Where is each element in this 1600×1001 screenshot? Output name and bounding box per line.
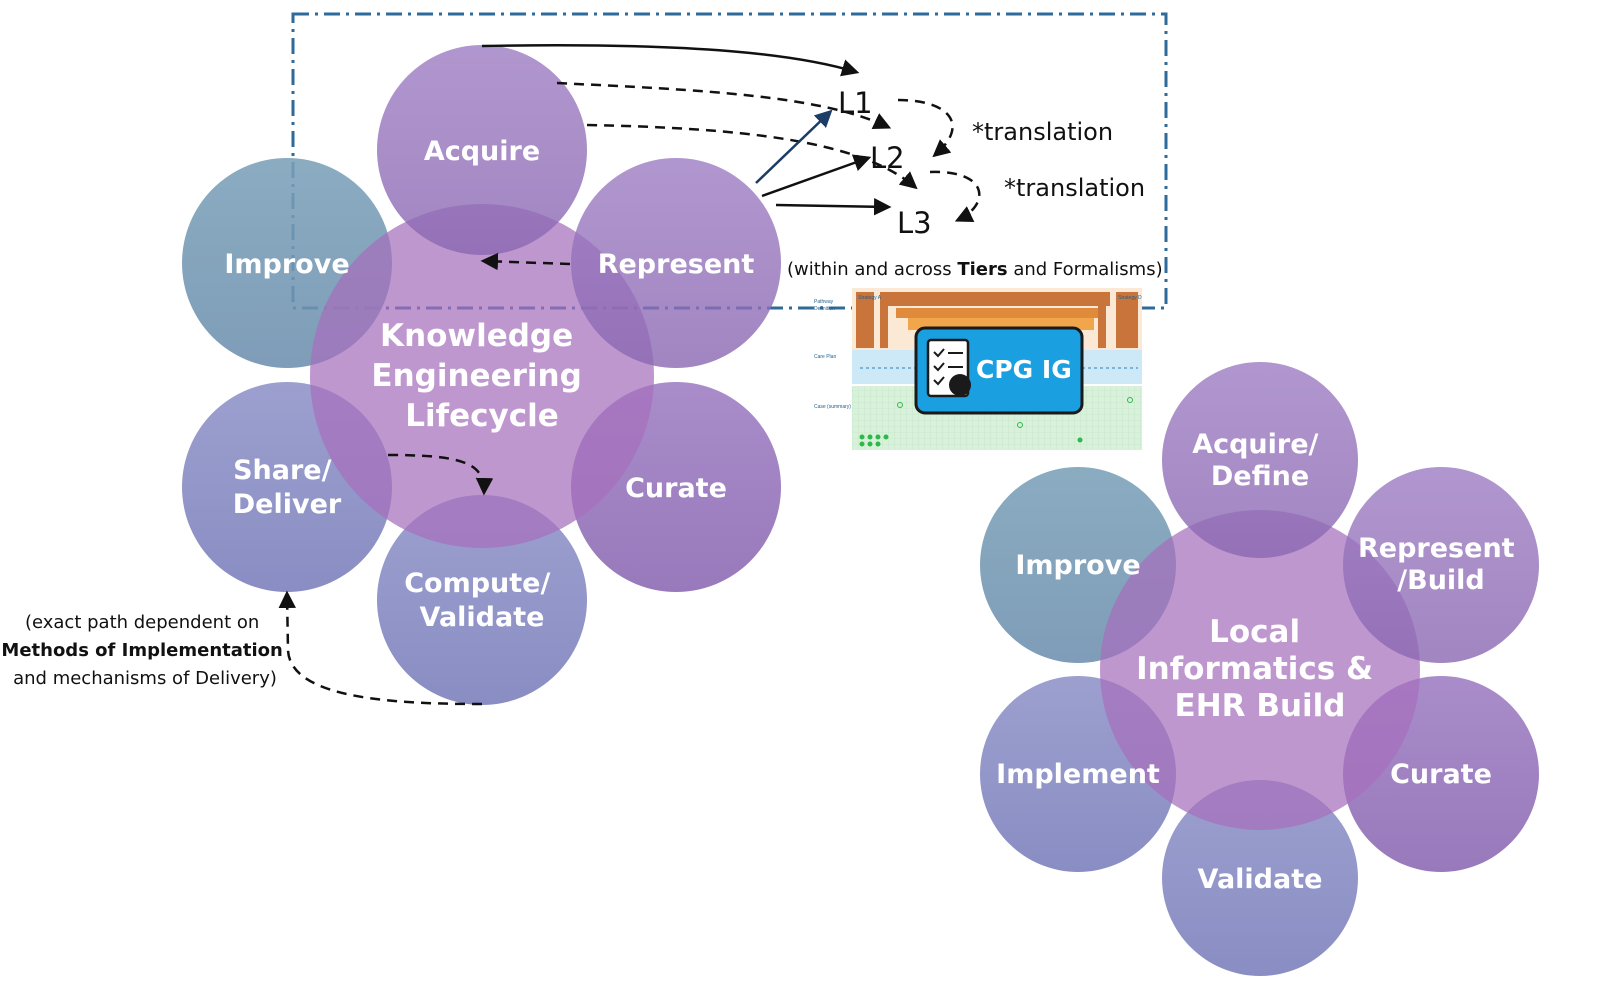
arrow-represent-l2 xyxy=(761,154,872,198)
thumb-strategy-a: Strategy A xyxy=(858,295,882,301)
arrow-acquire-l2 xyxy=(556,81,892,129)
arrow-represent-l1 xyxy=(755,109,833,184)
arrow-acquire-l1 xyxy=(481,44,860,77)
ke-label-represent: Represent xyxy=(598,249,755,280)
local-center xyxy=(1100,510,1420,830)
local-label-represent: Represent /Build xyxy=(1358,533,1524,596)
level-l1: L1 xyxy=(838,86,873,120)
ke-petal-acquire xyxy=(377,45,587,255)
arrow-represent-acquire xyxy=(480,252,571,271)
ke-label-curate: Curate xyxy=(625,473,727,504)
level-arrows xyxy=(278,44,981,706)
local-label-improve: Improve xyxy=(1015,550,1140,581)
thumb-case: Case (summary) xyxy=(814,404,851,410)
local-petal-represent xyxy=(1343,467,1539,663)
cpg-ig-label: CPG IG xyxy=(976,355,1072,384)
ke-label-improve: Improve xyxy=(224,249,349,280)
ke-label-acquire: Acquire xyxy=(424,136,540,167)
translation-label-1: *translation xyxy=(972,118,1113,146)
local-petal-acquire xyxy=(1162,362,1358,558)
methods-note: (exact path dependent on Methods of Impl… xyxy=(1,612,288,689)
arrow-delivery-share xyxy=(278,590,483,706)
arrow-represent-l3 xyxy=(775,198,892,216)
ke-label-compute: Compute/ Validate xyxy=(404,568,560,633)
local-lifecycle: Local Informatics & EHR Build Acquire/ D… xyxy=(980,362,1539,976)
arrow-acquire-l3 xyxy=(586,123,918,190)
ke-center-label: Knowledge Engineering Lifecycle xyxy=(371,318,592,434)
ke-petal-represent xyxy=(571,158,781,368)
thumb-careplan: Care Plan xyxy=(814,354,836,360)
local-label-acquire: Acquire/ Define xyxy=(1192,429,1328,492)
local-label-validate: Validate xyxy=(1198,864,1323,895)
arrow-l2-l3-translation xyxy=(929,170,981,222)
arrow-share-compute xyxy=(387,453,494,496)
local-label-implement: Implement xyxy=(996,759,1160,790)
cpg-ig-badge: CPG IG xyxy=(914,326,1084,415)
tiers-note: (within and across Tiers and Formalisms) xyxy=(787,259,1163,280)
thumb-strategy-d: Strategy D xyxy=(1118,295,1142,301)
ke-center xyxy=(310,204,654,548)
arrow-l1-l2-translation xyxy=(897,98,954,158)
translation-label-2: *translation xyxy=(1004,174,1145,202)
local-petal-validate xyxy=(1162,780,1358,976)
local-center-label: Local Informatics & EHR Build xyxy=(1136,614,1384,724)
level-l3: L3 xyxy=(897,206,932,240)
thumb-definition: Definition xyxy=(814,306,835,312)
level-l2: L2 xyxy=(870,141,905,175)
thumb-pathway: Pathway xyxy=(814,299,834,305)
ke-petal-compute xyxy=(377,495,587,705)
ke-lifecycle: Knowledge Engineering Lifecycle Acquire … xyxy=(182,45,781,705)
local-label-curate: Curate xyxy=(1390,759,1492,790)
ke-label-share: Share/ Deliver xyxy=(233,455,342,520)
